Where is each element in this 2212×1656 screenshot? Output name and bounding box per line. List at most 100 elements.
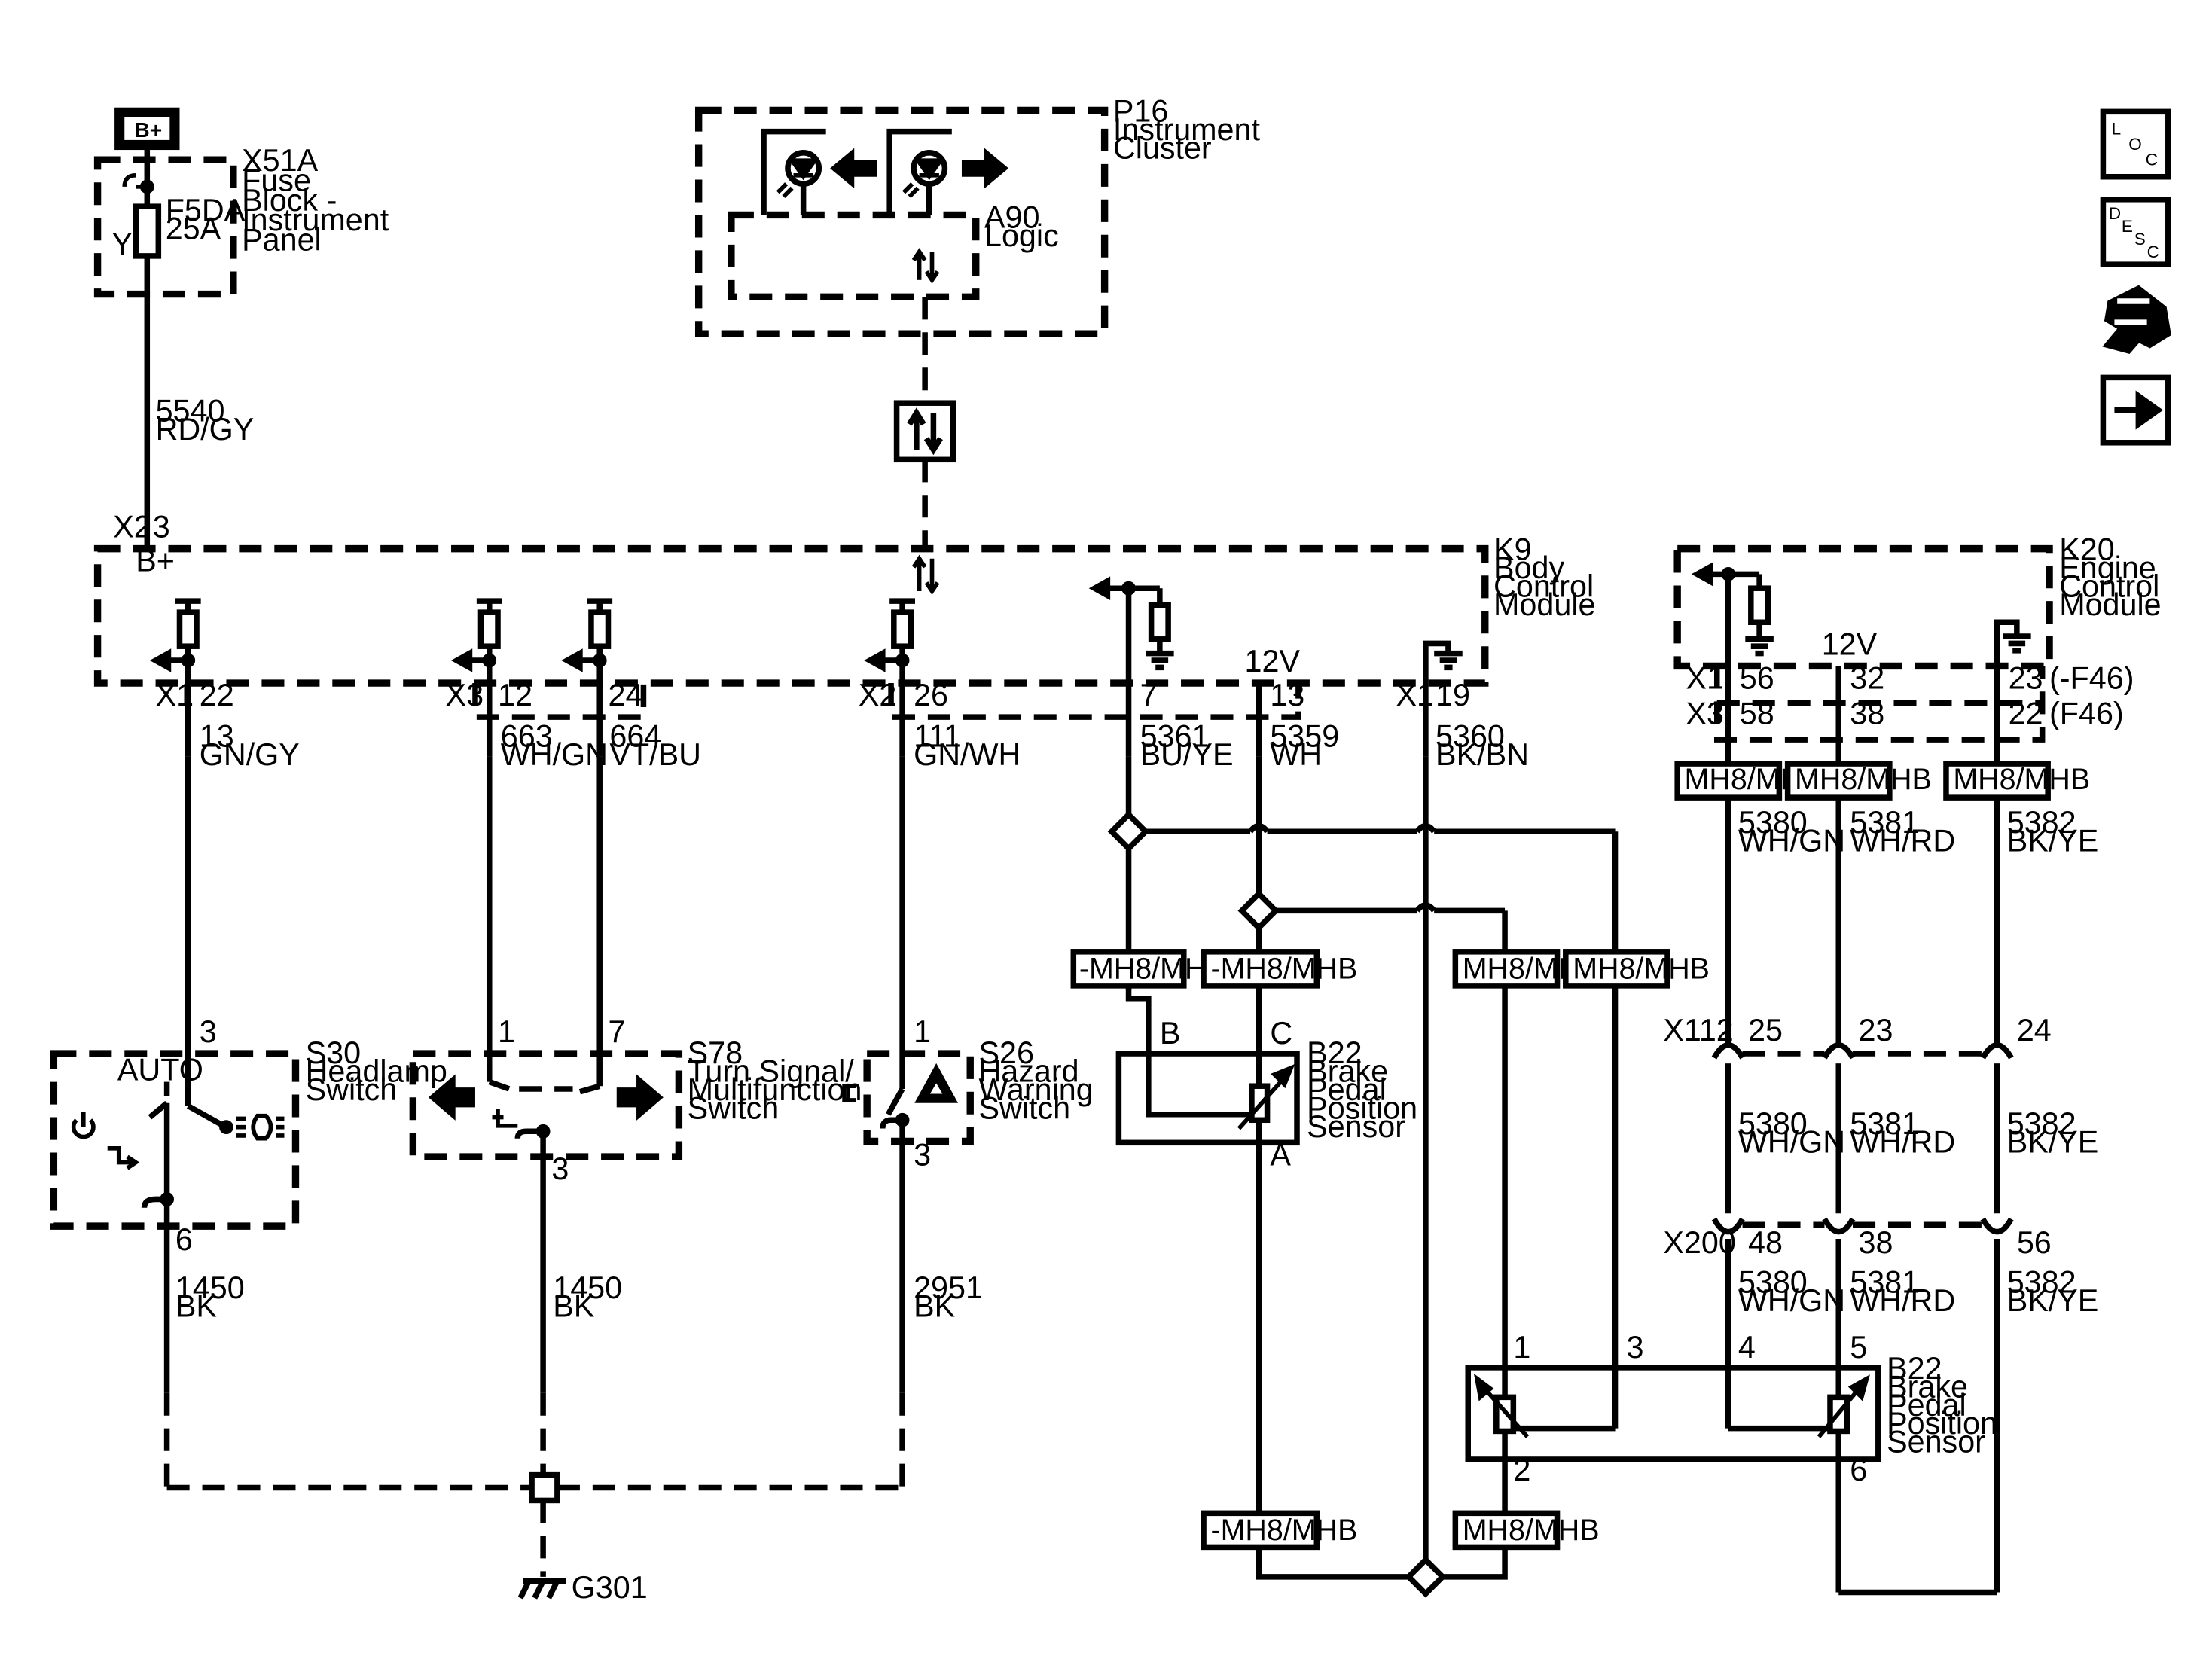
svg-text:B22: B22	[1307, 1035, 1362, 1070]
svg-text:BK: BK	[553, 1289, 595, 1323]
headlamp-icon	[236, 1113, 285, 1141]
svg-text:24: 24	[608, 678, 642, 712]
svg-text:3: 3	[914, 1137, 931, 1172]
svg-text:5381: 5381	[1850, 1106, 1919, 1141]
svg-text:A90: A90	[984, 200, 1039, 234]
svg-text:2951: 2951	[914, 1270, 983, 1305]
svg-text:X1: X1	[156, 678, 194, 712]
svg-text:G301: G301	[572, 1570, 648, 1605]
svg-text:Body: Body	[1493, 550, 1564, 585]
svg-text:4: 4	[1738, 1330, 1756, 1365]
hazard-warning-switch-s26	[842, 1050, 974, 1145]
svg-text:1450: 1450	[553, 1270, 622, 1305]
svg-text:Logic: Logic	[984, 218, 1059, 253]
svg-text:Brake: Brake	[1307, 1054, 1388, 1089]
svg-text:WH/RD: WH/RD	[1850, 823, 1955, 858]
svg-text:O: O	[2128, 135, 2142, 154]
svg-text:WH/GN: WH/GN	[1738, 1124, 1845, 1159]
splice-pack	[529, 1471, 560, 1504]
svg-text:Multifunction: Multifunction	[688, 1072, 862, 1107]
svg-text:WH/RD: WH/RD	[1850, 1124, 1955, 1159]
bcm-input-24	[561, 598, 613, 757]
svg-text:Instrument: Instrument	[242, 203, 389, 237]
svg-text:13: 13	[200, 719, 234, 754]
svg-text:Pedal: Pedal	[1887, 1388, 1966, 1423]
svg-text:WH/RD: WH/RD	[1850, 1283, 1955, 1318]
svg-text:K20: K20	[2059, 532, 2114, 567]
svg-text:25: 25	[1748, 1013, 1783, 1048]
bcm-input-12	[450, 598, 502, 757]
svg-text:12V: 12V	[1245, 644, 1301, 679]
option-mh8-ecm-2: MH8/MHB	[1784, 761, 1932, 801]
svg-text:(-F46): (-F46)	[2049, 661, 2134, 696]
svg-text:E: E	[2122, 217, 2133, 236]
svg-text:3: 3	[153, 510, 170, 544]
svg-text:3: 3	[551, 1151, 569, 1186]
hazard-icon	[914, 1063, 959, 1103]
svg-text:K9: K9	[1493, 532, 1532, 567]
svg-text:5380: 5380	[1738, 805, 1808, 840]
tools-icon[interactable]	[2102, 285, 2171, 354]
next-arrow-icon[interactable]	[2100, 374, 2171, 446]
svg-text:S30: S30	[306, 1035, 361, 1070]
svg-text:S26: S26	[978, 1035, 1033, 1070]
svg-text:X1: X1	[1396, 678, 1434, 712]
svg-text:C: C	[2146, 151, 2158, 169]
svg-text:22: 22	[2009, 696, 2043, 730]
b-plus-supply: B+	[114, 107, 180, 151]
svg-text:23: 23	[2009, 661, 2043, 696]
svg-text:X2: X2	[113, 510, 151, 544]
option-not-mh8-2: -MH8/MHB	[1201, 949, 1357, 989]
svg-text:3: 3	[1627, 1330, 1644, 1365]
svg-text:X51A: X51A	[242, 143, 318, 178]
svg-text:5382: 5382	[2007, 805, 2076, 840]
svg-text:5380: 5380	[1738, 1264, 1808, 1299]
svg-text:-MH8/MHB: -MH8/MHB	[1210, 952, 1357, 985]
svg-text:RD/GY: RD/GY	[156, 412, 255, 447]
svg-text:MH8/MHB: MH8/MHB	[1573, 952, 1710, 985]
svg-text:5540: 5540	[156, 394, 225, 428]
bcm-pin-7-circuit	[1088, 576, 1174, 757]
svg-text:Fuse: Fuse	[242, 163, 311, 198]
turn-signal-switch-s78	[409, 1050, 683, 1160]
svg-text:56: 56	[1740, 661, 1774, 696]
svg-text:Module: Module	[1493, 587, 1595, 622]
svg-text:1: 1	[914, 1014, 931, 1049]
svg-text:F5DA: F5DA	[166, 193, 246, 227]
inline-connector-x112	[1711, 1042, 2014, 1075]
svg-text:12V: 12V	[1822, 627, 1878, 661]
svg-text:BK: BK	[175, 1289, 218, 1323]
svg-text:Instrument: Instrument	[1113, 112, 1261, 147]
description-icon[interactable]: D E S C	[2100, 197, 2171, 267]
locator-icon[interactable]: L O C	[2100, 108, 2171, 180]
svg-text:BK: BK	[914, 1289, 956, 1323]
svg-text:WH: WH	[1270, 737, 1322, 772]
svg-text:B+: B+	[136, 544, 175, 578]
option-mh8-ecm-3: MH8/MHB	[1943, 761, 2090, 801]
svg-text:WH/GN: WH/GN	[1738, 1283, 1845, 1318]
svg-text:5381: 5381	[1850, 805, 1919, 840]
bcm-input-26	[864, 598, 915, 757]
svg-text:7: 7	[1140, 678, 1158, 712]
option-mh8-2: MH8/MHB	[1563, 949, 1710, 989]
svg-text:23: 23	[1859, 1013, 1893, 1048]
svg-text:Block -: Block -	[242, 183, 337, 218]
svg-text:Warning: Warning	[978, 1072, 1093, 1107]
svg-text:5381: 5381	[1850, 1264, 1919, 1299]
svg-text:Switch: Switch	[688, 1090, 780, 1125]
svg-text:Switch: Switch	[306, 1072, 398, 1107]
svg-text:L: L	[2112, 119, 2122, 138]
svg-text:1: 1	[498, 1014, 515, 1049]
svg-text:Hazard: Hazard	[978, 1054, 1079, 1089]
svg-text:WH/GN: WH/GN	[501, 737, 608, 772]
svg-text:664: 664	[609, 719, 661, 754]
body-control-module-k9	[93, 544, 1489, 687]
svg-text:5361: 5361	[1140, 719, 1210, 754]
svg-text:6: 6	[175, 1222, 193, 1257]
svg-text:X3: X3	[1686, 696, 1724, 730]
svg-text:Cluster: Cluster	[1113, 130, 1212, 165]
svg-text:B+: B+	[134, 118, 162, 142]
brake-pedal-position-sensor-upper	[1115, 1051, 1300, 1146]
svg-text:VT/BU: VT/BU	[609, 737, 701, 772]
svg-text:5: 5	[1850, 1330, 1867, 1365]
